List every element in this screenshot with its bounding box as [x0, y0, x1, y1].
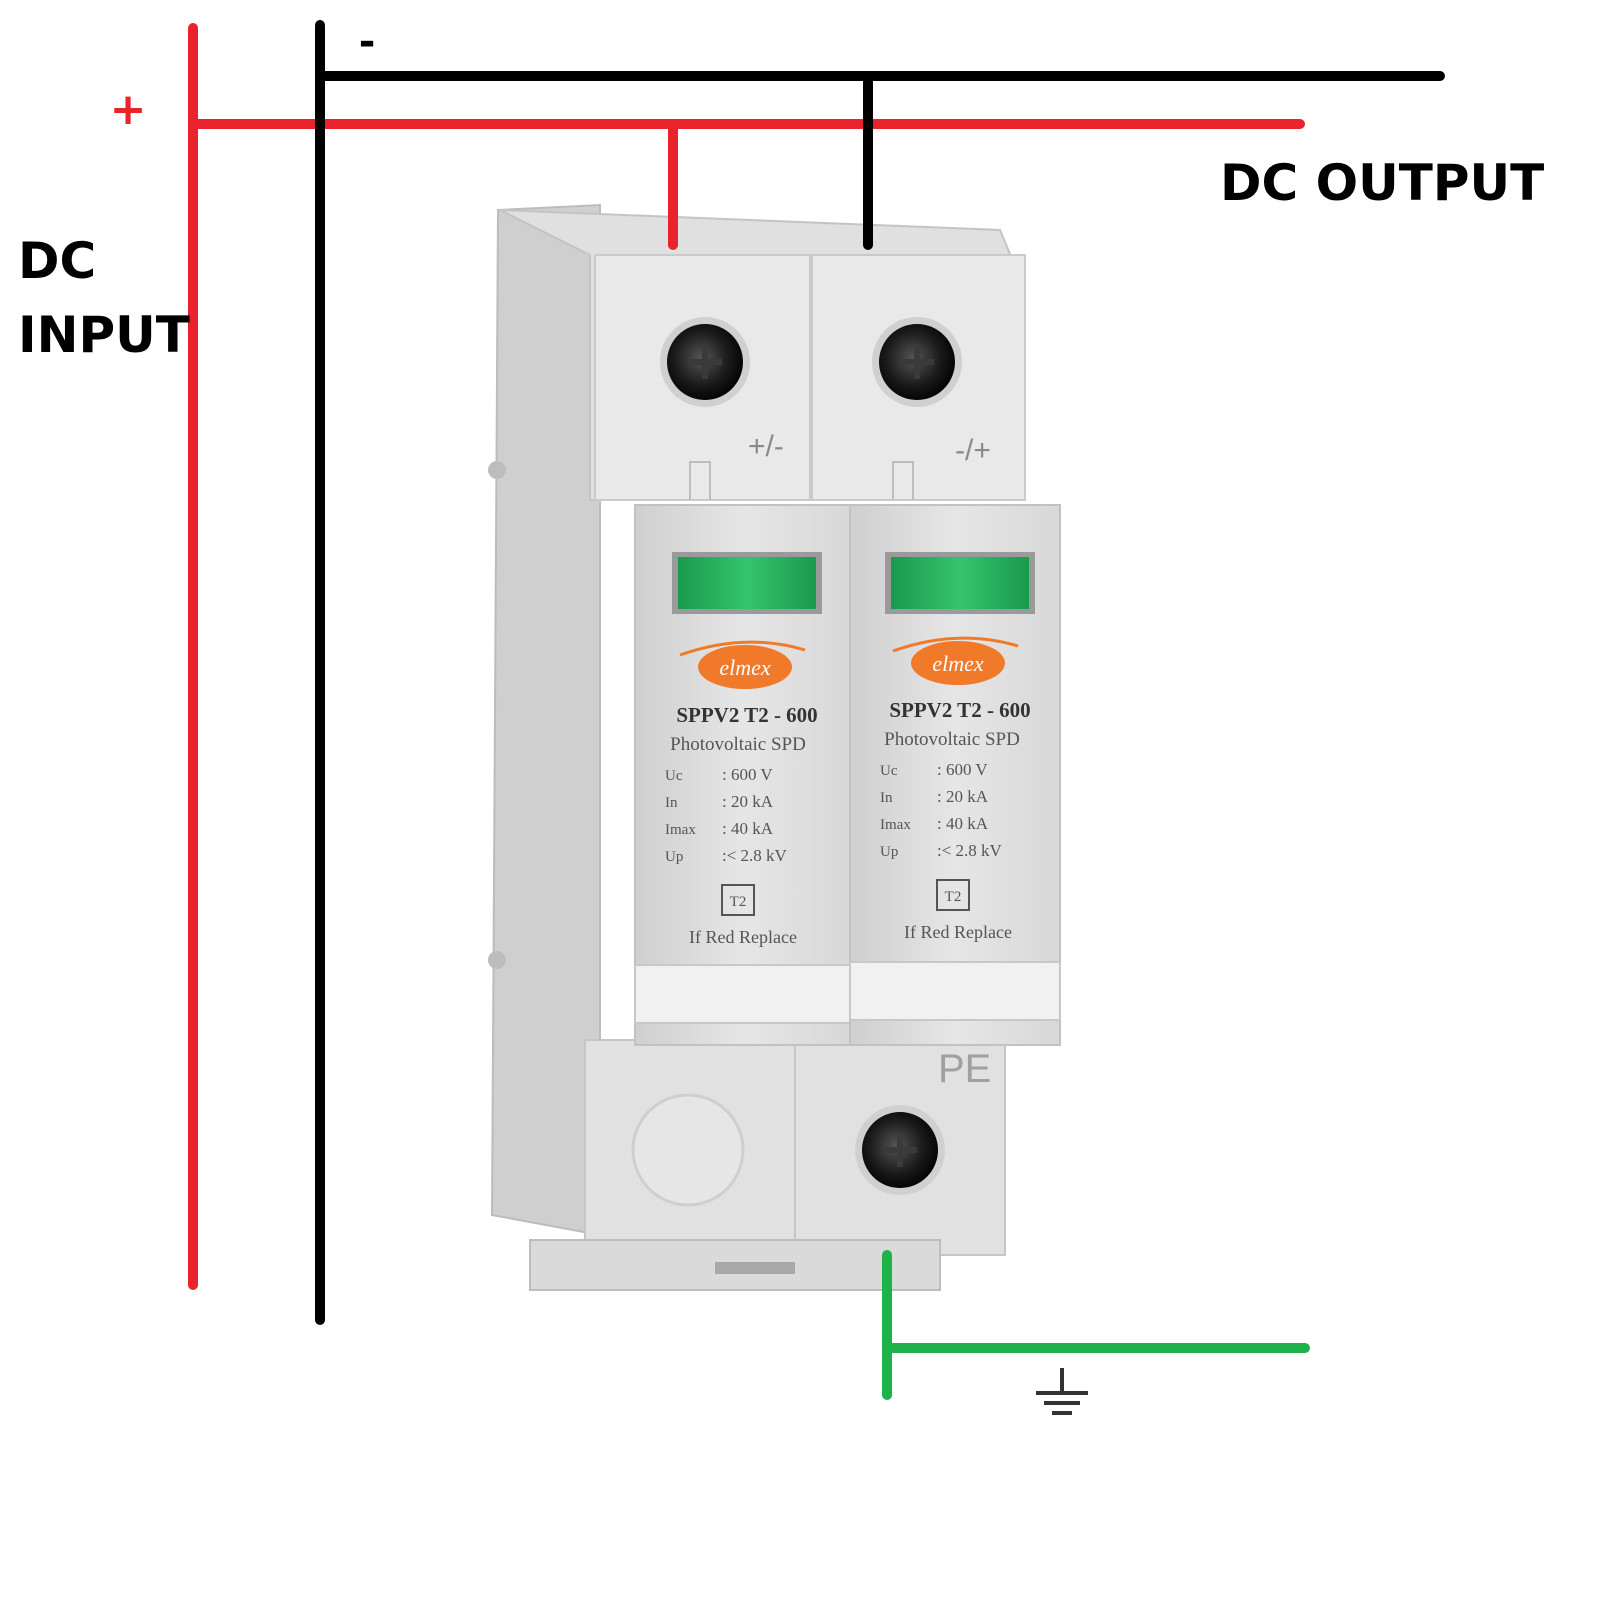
footer-text: If Red Replace: [689, 927, 797, 947]
negative-label: -: [359, 19, 376, 65]
spec-symbol: In: [880, 790, 893, 806]
din-rail-tab: [715, 1262, 795, 1274]
spec-symbol: Imax: [665, 822, 696, 838]
brand-text: elmex: [932, 651, 984, 676]
status-indicator: [891, 557, 1029, 609]
negative-wiring: [315, 20, 1445, 1325]
latch-notch-left: [689, 461, 711, 500]
spec-symbol: Up: [880, 844, 898, 860]
spec-symbol: Up: [665, 849, 683, 865]
spd-module-1: elmex SPPV2 T2 - 600 Photovoltaic SPD Uc…: [634, 504, 851, 1046]
model-text: SPPV2 T2 - 600: [676, 703, 817, 727]
spec-symbol: In: [665, 795, 678, 811]
elmex-logo: elmex: [679, 640, 806, 689]
top-left-screw: [660, 317, 750, 407]
side-hole-top: [488, 461, 506, 479]
device-side-panel: [490, 203, 601, 1237]
terminal-label-left: +/-: [748, 430, 784, 463]
pe-screw: [855, 1105, 945, 1195]
spec-value: : 600 V: [937, 760, 988, 779]
positive-wiring: [188, 23, 1305, 1290]
surge-protection-device: +/- -/+ PE elmex SPPV2 T2 - 60: [488, 203, 1061, 1291]
spec-symbol: Imax: [880, 817, 911, 833]
spec-value: :< 2.8 kV: [722, 846, 788, 865]
dc-input-label-line2: INPUT: [18, 306, 190, 364]
module-base-band: [849, 961, 1061, 1021]
latch-notch-right: [892, 461, 914, 500]
type-box-text: T2: [730, 894, 747, 910]
type-box: [936, 879, 970, 911]
subtitle-text: Photovoltaic SPD: [670, 734, 806, 755]
model-text: SPPV2 T2 - 600: [889, 698, 1030, 722]
positive-label: +: [110, 84, 147, 135]
brand-text: elmex: [719, 655, 771, 680]
spec-value: : 600 V: [722, 765, 773, 784]
blank-terminal-plug: [631, 1093, 745, 1207]
spec-symbol: Uc: [665, 768, 683, 784]
pe-terminal-label: PE: [938, 1047, 991, 1091]
spec-value: :< 2.8 kV: [937, 841, 1003, 860]
top-right-screw: [872, 317, 962, 407]
type-box-text: T2: [945, 889, 962, 905]
footer-text: If Red Replace: [904, 922, 1012, 942]
type-box: [721, 884, 755, 916]
subtitle-text: Photovoltaic SPD: [884, 729, 1020, 750]
status-indicator: [678, 557, 816, 609]
elmex-logo: elmex: [892, 636, 1019, 685]
spec-value: : 40 kA: [722, 819, 774, 838]
module-base-band: [634, 964, 851, 1024]
spd-module-2: elmex SPPV2 T2 - 600 Photovoltaic SPD Uc…: [849, 504, 1061, 1046]
ground-symbol-icon: [1036, 1368, 1088, 1415]
spec-symbol: Uc: [880, 763, 898, 779]
spec-value: : 40 kA: [937, 814, 989, 833]
terminal-label-right: -/+: [955, 434, 991, 467]
earth-wiring: [882, 1250, 1310, 1400]
spec-value: : 20 kA: [937, 787, 989, 806]
side-hole-bottom: [488, 951, 506, 969]
spec-value: : 20 kA: [722, 792, 774, 811]
dc-input-label-line1: DC: [18, 232, 96, 290]
dc-output-label: DC OUTPUT: [1220, 154, 1544, 212]
